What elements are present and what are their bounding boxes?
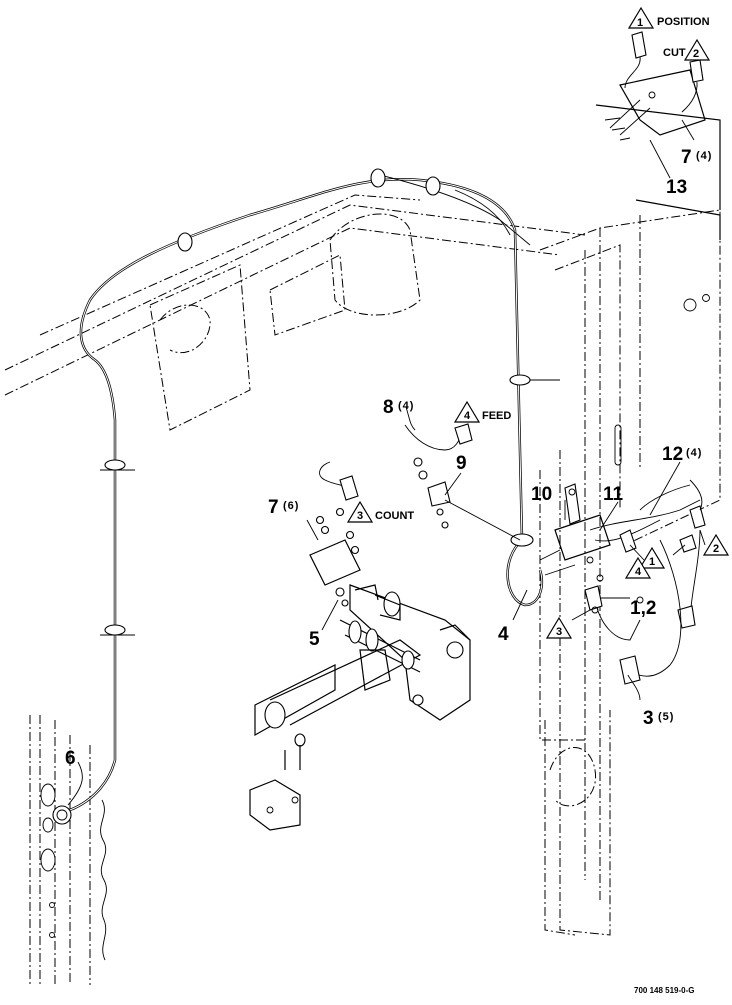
- callout-12: 12: [662, 444, 683, 465]
- callout-11: 11: [603, 484, 624, 505]
- callout-13: 13: [666, 177, 687, 198]
- note-triangle-2-cluster: 2: [702, 533, 730, 556]
- note-number-4-cluster: 4: [635, 566, 642, 578]
- item-callouts: 6 8 (4) 9 7 (6) 5 4 10 11 12 (4) 1,2 3 (…: [65, 147, 712, 769]
- note-triangle-cut: CUT 2: [663, 38, 711, 61]
- note-triangle-count: 3 COUNT: [346, 500, 414, 523]
- note-triangle-feed: 4 FEED: [453, 400, 511, 423]
- note-triangle-3-cluster: 3: [545, 616, 573, 639]
- callout-7-left-qty: (6): [283, 500, 299, 512]
- main-harness-cable: [52, 168, 560, 825]
- note-number-4-feed: 4: [464, 410, 471, 422]
- callout-1-2: 1,2: [630, 598, 656, 619]
- callout-4: 4: [498, 624, 509, 645]
- callout-5: 5: [309, 629, 320, 650]
- callout-7-right-qty: (4): [696, 150, 712, 162]
- count-sensor-group: [309, 461, 361, 607]
- drawing-number: 700 148 519-0-G: [634, 986, 695, 995]
- callout-8: 8: [383, 397, 394, 418]
- support-mount: [249, 584, 471, 831]
- callout-6: 6: [65, 748, 76, 769]
- callout-3-qty: (5): [658, 711, 674, 723]
- note-number-1-cluster: 1: [649, 556, 655, 568]
- callout-9: 9: [456, 453, 467, 474]
- leader-lines: [67, 119, 706, 806]
- callout-7-left: 7: [268, 497, 279, 518]
- callout-3: 3: [643, 708, 654, 729]
- note-number-1: 1: [637, 17, 643, 29]
- sensor-bracket-detail: [604, 31, 706, 141]
- callout-12-qty: (4): [686, 447, 702, 459]
- note-triangle-1-cluster: 1: [638, 546, 666, 569]
- callout-7-right: 7: [681, 147, 692, 168]
- note-triangle-position: 1 POSITION: [627, 6, 710, 29]
- callout-8-qty: (4): [398, 400, 414, 412]
- note-number-3-cluster: 3: [556, 626, 562, 638]
- feed-sensor-group: [404, 423, 521, 541]
- note-number-2: 2: [693, 48, 699, 60]
- note-position-label: POSITION: [657, 16, 710, 28]
- callout-10: 10: [531, 484, 552, 505]
- note-triangle-4-cluster: 4: [624, 556, 652, 579]
- note-count-label: COUNT: [375, 510, 414, 522]
- right-sensor-cluster: [539, 479, 706, 685]
- note-number-3-count: 3: [357, 510, 363, 522]
- note-feed-label: FEED: [482, 410, 511, 422]
- note-number-2-cluster: 2: [713, 543, 719, 555]
- note-cut-label: CUT: [663, 47, 686, 59]
- machine-frame: [4, 104, 721, 985]
